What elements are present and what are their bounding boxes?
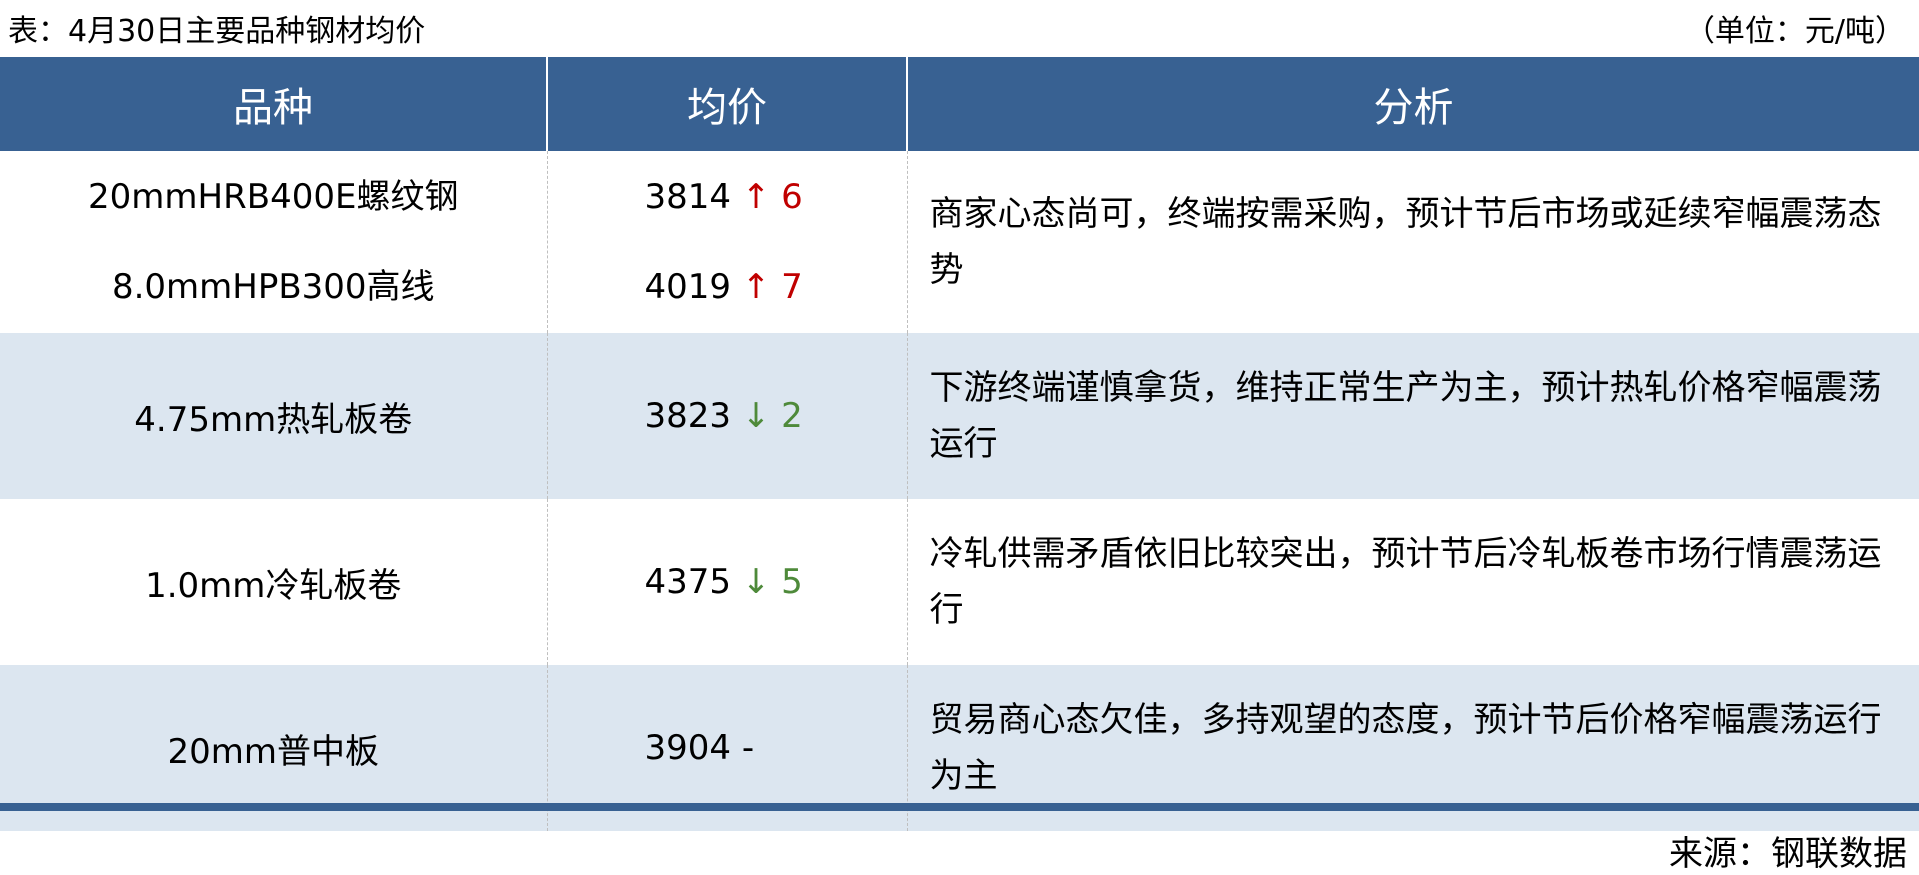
table-row: 1.0mm冷轧板卷 4375 ↓ 5 冷轧供需矛盾依旧比较突出，预计节后冷轧板卷… [0,499,1919,665]
price-value: 4019 [644,267,732,307]
down-arrow-icon: ↓ [741,562,771,602]
price-cell: 4375 ↓ 5 [546,499,907,665]
down-arrow-icon: ↓ [741,396,771,436]
price-cell: 3814 ↑ 6 4019 ↑ 7 [546,151,907,333]
table-title: 表：4月30日主要品种钢材均价 [8,14,426,49]
table-caption-bar: 表：4月30日主要品种钢材均价 （单位：元/吨） [0,0,1919,57]
up-arrow-icon: ↑ [741,177,771,217]
price-change: 7 [781,267,803,307]
variety-name: 20mmHRB400E螺纹钢 [88,177,459,217]
price-value: 4375 [644,562,732,602]
header-variety: 品种 [0,57,547,151]
price-change: 6 [781,177,803,217]
source-note: 来源：钢联数据 [1669,834,1907,874]
analysis-cell: 冷轧供需矛盾依旧比较突出，预计节后冷轧板卷市场行情震荡运行 [906,499,1919,665]
variety-name: 1.0mm冷轧板卷 [145,565,402,606]
table-bottom-border [0,803,1919,811]
variety-name: 4.75mm热轧板卷 [0,333,547,499]
table-row: 20mmHRB400E螺纹钢 8.0mmHPB300高线 3814 ↑ 6 40… [0,151,1919,333]
header-analysis: 分析 [906,57,1919,151]
price-value: 3904 [644,728,732,768]
variety-name: 8.0mmHPB300高线 [111,267,435,307]
analysis-cell: 商家心态尚可，终端按需采购，预计节后市场或延续窄幅震荡态势 [906,151,1919,333]
price-change: 5 [781,562,803,602]
header-row: 品种 均价 分析 [0,57,1919,151]
price-value: 3814 [644,177,732,217]
price-value: 3823 [644,396,732,436]
unit-label: （单位：元/吨） [1684,14,1905,49]
price-cell: 3823 ↓ 2 [546,333,907,499]
analysis-cell: 下游终端谨慎拿货，维持正常生产为主，预计热轧价格窄幅震荡运行 [906,333,1919,499]
table-row: 4.75mm热轧板卷 3823 ↓ 2 下游终端谨慎拿货，维持正常生产为主，预计… [0,333,1919,499]
price-change: - [741,728,755,768]
price-change: 2 [781,396,803,436]
header-price: 均价 [546,57,907,151]
steel-price-table: 品种 均价 分析 20mmHRB400E螺纹钢 8.0mmHPB300高线 38… [0,57,1919,831]
up-arrow-icon: ↑ [741,267,771,307]
variety-cell: 20mmHRB400E螺纹钢 8.0mmHPB300高线 [0,151,547,333]
